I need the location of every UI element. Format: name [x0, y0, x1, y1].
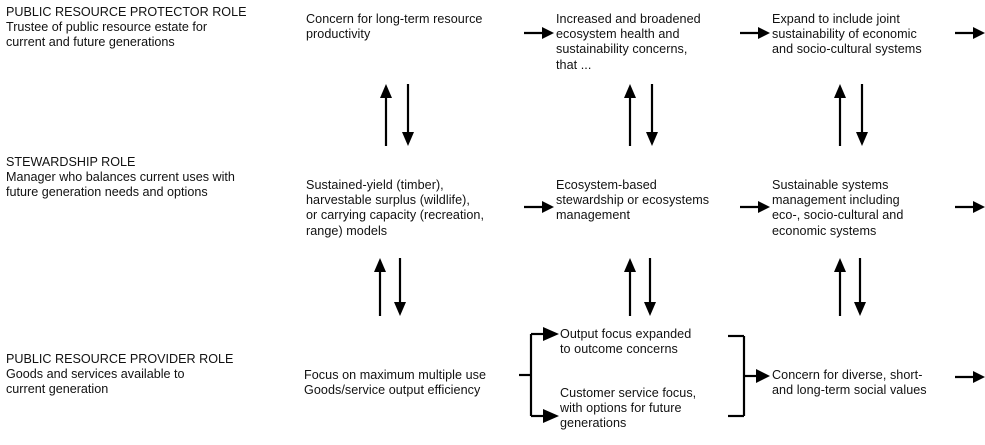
role-description-stewardship: Manager who balances current uses with f… — [6, 170, 235, 200]
stage-protector-2: Increased and broadened ecosystem health… — [556, 12, 701, 72]
stage-stewardship-3: Sustainable systems management including… — [772, 178, 904, 238]
stage-provider-1: Focus on maximum multiple use Goods/serv… — [304, 368, 487, 398]
stage-protector-1: Concern for long-term resource productiv… — [306, 12, 483, 42]
arrow-right-icon — [740, 199, 770, 215]
vertical-connector-pair-protector-stewardship-1 — [378, 84, 420, 146]
role-title-public-resource-protector: PUBLIC RESOURCE PROTECTOR ROLE — [6, 5, 247, 19]
stage-provider-3: Customer service focus, with options for… — [560, 386, 697, 431]
stage-protector-3: Expand to include joint sustainability o… — [772, 12, 922, 57]
arrow-right-icon — [740, 25, 770, 41]
stage-provider-4: Concern for diverse, short- and long-ter… — [772, 368, 927, 398]
arrow-right-icon — [524, 199, 554, 215]
arrow-right-icon — [524, 25, 554, 41]
split-bracket-icon — [519, 327, 559, 424]
stage-stewardship-1: Sustained-yield (timber), harvestable su… — [306, 178, 485, 238]
vertical-connector-pair-protector-stewardship-3 — [832, 84, 874, 146]
vertical-connector-pair-stewardship-provider-3 — [832, 258, 874, 316]
vertical-connector-pair-stewardship-provider-2 — [622, 258, 664, 316]
role-title-public-resource-provider: PUBLIC RESOURCE PROVIDER ROLE — [6, 352, 234, 366]
merge-bracket-icon — [728, 334, 770, 424]
arrow-right-icon — [955, 199, 985, 215]
role-description-public-resource-protector: Trustee of public resource estate for cu… — [6, 20, 208, 50]
role-description-public-resource-provider: Goods and services available to current … — [6, 367, 185, 397]
vertical-connector-pair-stewardship-provider-1 — [372, 258, 414, 316]
vertical-connector-pair-protector-stewardship-2 — [622, 84, 664, 146]
arrow-right-icon — [955, 25, 985, 41]
stage-stewardship-2: Ecosystem-based stewardship or ecosystem… — [556, 178, 710, 223]
role-title-stewardship: STEWARDSHIP ROLE — [6, 155, 136, 169]
stage-provider-2: Output focus expanded to outcome concern… — [560, 327, 692, 357]
arrow-right-icon — [955, 369, 985, 385]
